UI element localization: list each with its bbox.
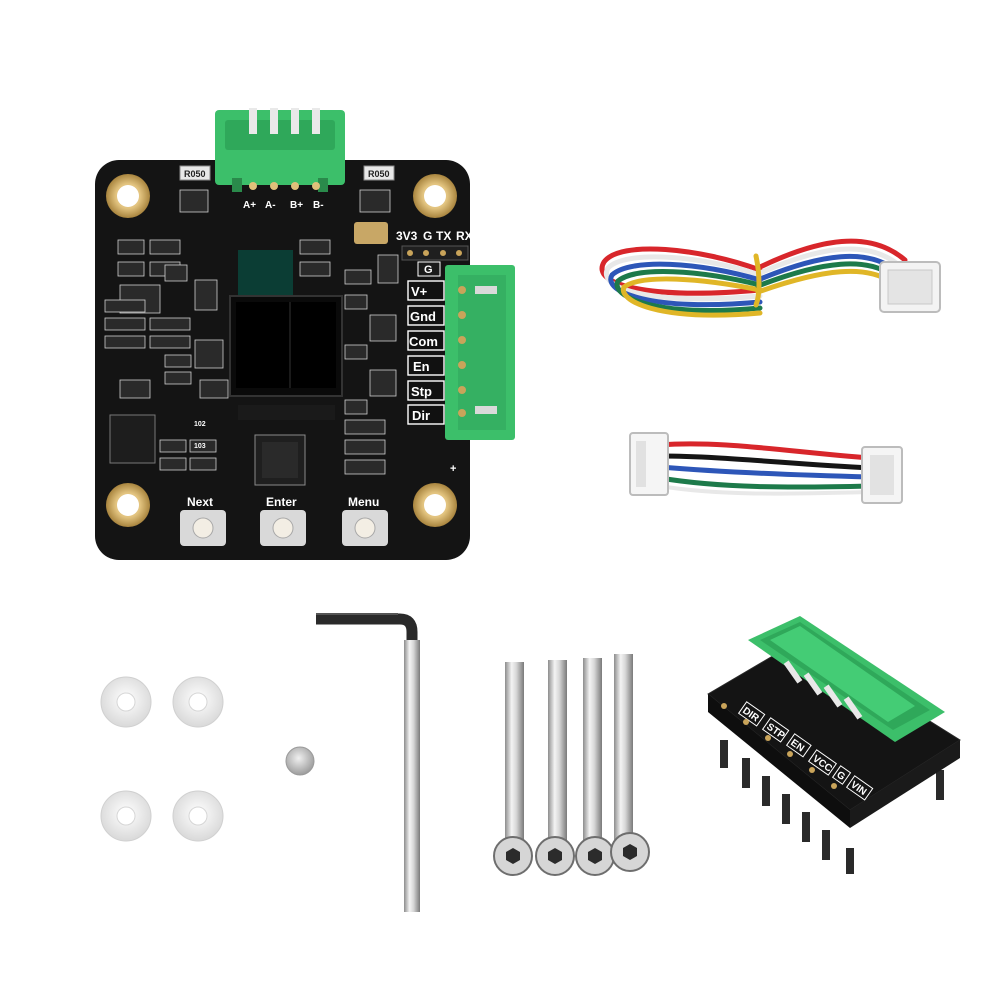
- pin-label-box: [407, 380, 445, 401]
- control-pin-label: Gnd: [410, 309, 436, 324]
- pin-label-box: [407, 305, 445, 326]
- shunt-resistors: R050 R050: [179, 165, 395, 181]
- four-pin-cable: [659, 441, 871, 496]
- board-buttons: Next Enter Menu: [180, 495, 388, 546]
- control-pin-label: V+: [411, 284, 428, 299]
- header-pin-label: G: [423, 229, 432, 243]
- pin-label-box: [407, 330, 445, 351]
- driver-chip: [109, 414, 156, 464]
- crystal: [354, 222, 388, 244]
- resistor-mark: R050: [184, 169, 206, 179]
- motor-connector: [215, 108, 345, 192]
- control-pin-label: En: [413, 359, 430, 374]
- screws: [493, 654, 650, 876]
- magnet: [285, 746, 315, 776]
- control-pin-label: Com: [409, 334, 438, 349]
- pin-label-box: [407, 280, 445, 301]
- uart-header: 3V3 G TX RX G: [396, 229, 473, 277]
- four-pin-plugs: [629, 432, 903, 504]
- header-pin-label: RX: [456, 229, 473, 243]
- button-label-menu: Menu: [348, 495, 379, 509]
- pin-adapter: DIR STP EN VCC G VIN: [707, 616, 961, 874]
- motor-pin-label: A-: [265, 200, 276, 211]
- hex-key: [316, 613, 420, 912]
- pin-label-box: [407, 355, 445, 376]
- ground-label: G: [424, 264, 433, 276]
- washers: [100, 676, 224, 842]
- microcontroller: [254, 434, 306, 486]
- header-pin-label: 3V3: [396, 229, 418, 243]
- motor-pin-label: A+: [243, 200, 256, 211]
- mounting-holes: [106, 174, 457, 527]
- control-connector: [445, 265, 515, 440]
- control-pin-label: Dir: [412, 408, 430, 423]
- resistor-mark: R050: [368, 169, 390, 179]
- smd-components: [104, 189, 399, 475]
- motor-pin-labels: A+ A- B+ B-: [243, 200, 324, 211]
- button-label-next: Next: [187, 495, 213, 509]
- stepper-driver-board: A+ A- B+ B- R050 R050 3V3 G TX RX G: [95, 108, 515, 560]
- chip-mark: 102: [194, 421, 206, 428]
- oled-display: [229, 250, 343, 420]
- polarity-mark: +: [450, 463, 456, 475]
- six-pin-cable: [599, 238, 908, 318]
- motor-pin-label: B+: [290, 200, 303, 211]
- button-label-enter: Enter: [266, 495, 297, 509]
- control-pin-labels: V+ Gnd Com En Stp Dir: [407, 280, 445, 425]
- motor-pin-label: B-: [313, 200, 324, 211]
- chip-mark: 103: [194, 443, 206, 450]
- six-pin-plug: [879, 261, 941, 313]
- control-pin-label: Stp: [411, 384, 432, 399]
- pin-label-box: [407, 404, 445, 425]
- header-pin-label: TX: [436, 229, 451, 243]
